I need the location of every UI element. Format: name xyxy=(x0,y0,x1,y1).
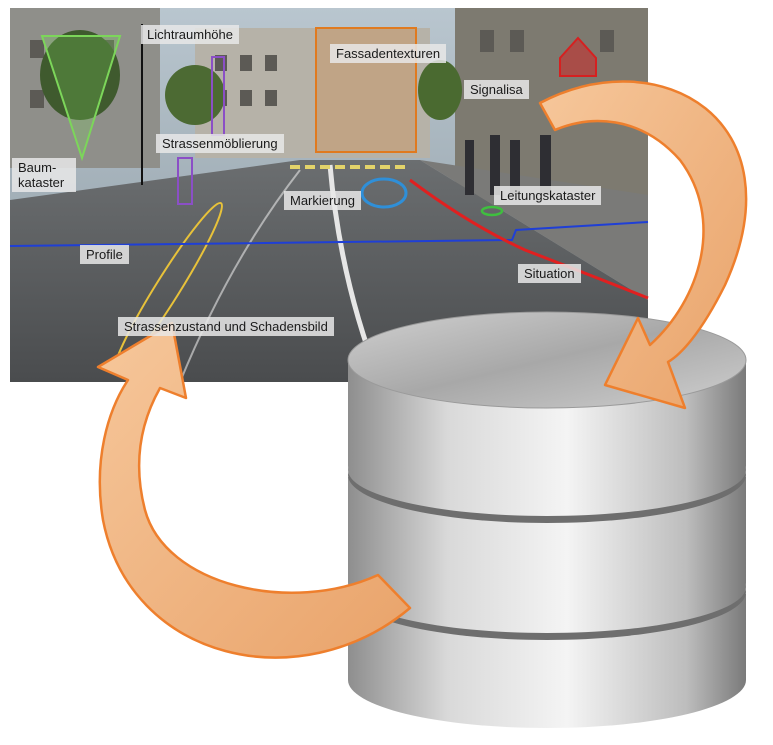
label-strassenzustand: Strassenzustand und Schadensbild xyxy=(118,317,334,336)
utility-cadastre-marker xyxy=(480,205,504,217)
label-fassadentexturen: Fassadentexturen xyxy=(330,44,447,63)
street-furniture-marker-2 xyxy=(177,157,193,205)
pedestrians xyxy=(465,135,551,195)
cycle-arrow-icon-right xyxy=(538,80,748,410)
label-lichtraumhoehe: Lichtraumhöhe xyxy=(141,25,239,44)
tree-right xyxy=(418,60,462,120)
signage-marker xyxy=(559,36,597,77)
label-signalisation: Signalisa xyxy=(464,80,529,99)
profile-line xyxy=(9,221,649,247)
tree-cadastre-marker xyxy=(40,35,122,162)
label-leitungskataster: Leitungskataster xyxy=(494,186,602,205)
label-profile: Profile xyxy=(80,245,129,264)
lane-marking-2 xyxy=(179,169,301,383)
cycle-arrow-icon-left xyxy=(96,321,412,659)
label-situation: Situation xyxy=(518,264,581,283)
situation-line xyxy=(409,178,649,300)
tree-mid xyxy=(165,65,225,125)
label-markierung: Markierung xyxy=(284,191,362,210)
label-baumkataster: Baum- kataster xyxy=(12,158,76,192)
label-strassenmoeblierung: Strassenmöblierung xyxy=(156,134,284,153)
road-marking-marker xyxy=(360,177,408,209)
crosswalk xyxy=(290,165,405,169)
database-icon xyxy=(347,311,747,728)
